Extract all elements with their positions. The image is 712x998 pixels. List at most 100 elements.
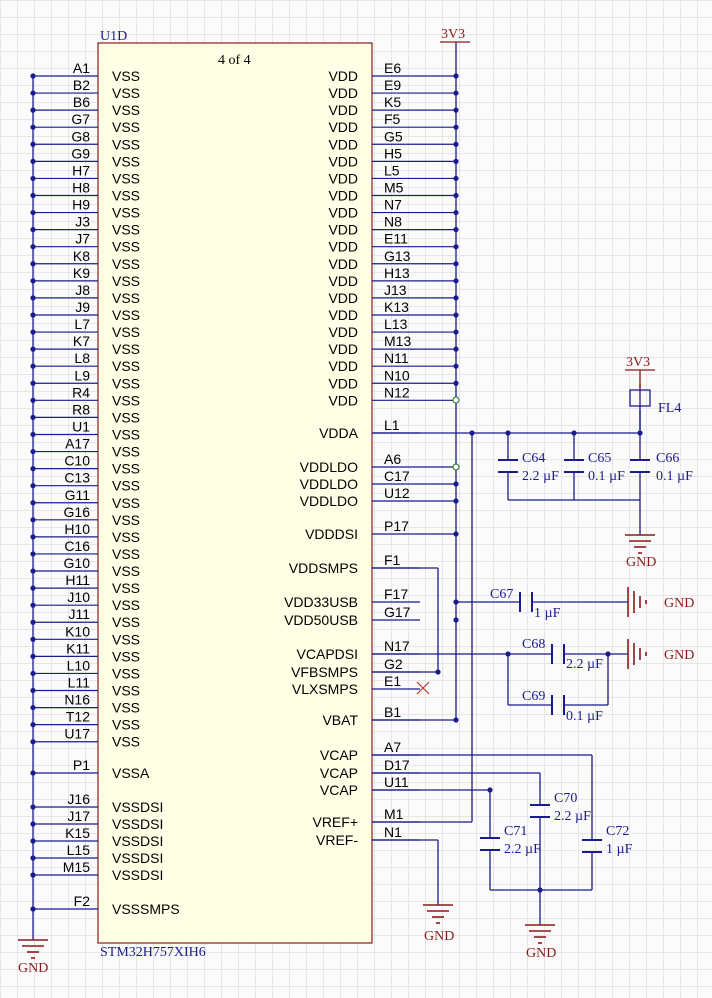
pin-number-U11: U11 (384, 774, 409, 790)
pin-name-L1: VDDA (319, 425, 359, 441)
pin-name-G17: VDD50USB (284, 612, 358, 628)
pin-name-J17: VSSDSI (112, 816, 163, 832)
cap-c68-val: 2.2 µF (566, 657, 603, 672)
pin-number-J17: J17 (67, 808, 90, 824)
pin-number-L15: L15 (67, 842, 91, 858)
gnd-label-left: GND (18, 961, 48, 976)
pin-number-G17: G17 (384, 604, 411, 620)
junction-dot (30, 670, 36, 677)
pin-number-K7: K7 (73, 333, 90, 349)
junction-dot (30, 534, 36, 540)
junction-dot (453, 73, 459, 79)
gnd-label-vref: GND (424, 929, 454, 944)
pin-number-L8: L8 (74, 350, 90, 366)
pin-number-G8: G8 (71, 128, 90, 144)
junction-dot (30, 90, 36, 96)
pin-number-F1: F1 (384, 552, 401, 568)
junction-dot (453, 158, 459, 164)
pin-name-G9: VSS (112, 153, 140, 169)
pin-name-L9: VSS (112, 375, 140, 391)
pin-number-H5: H5 (384, 145, 402, 161)
junction-dot (30, 602, 36, 608)
pin-number-B2: B2 (73, 77, 90, 93)
pin-name-N10: VDD (328, 375, 358, 391)
pin-number-H7: H7 (72, 162, 90, 178)
pin-name-E9: VDD (328, 85, 358, 101)
junction-dot (453, 380, 459, 386)
junction-dot (30, 722, 36, 728)
pin-name-U12: VDDLDO (300, 493, 358, 509)
pin-number-N12: N12 (384, 384, 410, 400)
gnd-label-usb: GND (664, 596, 694, 611)
pin-number-F2: F2 (74, 893, 91, 909)
pin-name-J7: VSS (112, 239, 140, 255)
pin-name-L5: VDD (328, 170, 358, 186)
ic-body[interactable] (97, 42, 373, 944)
gnd-label-dsi: GND (664, 648, 694, 663)
pin-number-K10: K10 (65, 623, 90, 639)
pin-name-G7: VSS (112, 119, 140, 135)
junction-dot (30, 906, 36, 912)
junction-dot (30, 585, 36, 591)
ferrite-label: FL4 (658, 401, 681, 416)
pin-number-K15: K15 (65, 825, 90, 841)
ic-part-number: STM32H757XIH6 (100, 945, 206, 960)
cap-c72-val: 1 µF (606, 842, 633, 857)
pin-name-T12: VSS (112, 717, 140, 733)
pin-number-E1: E1 (384, 673, 401, 689)
pin-number-L1: L1 (384, 417, 400, 433)
pin-number-J9: J9 (75, 299, 90, 315)
pin-number-C10: C10 (64, 453, 90, 469)
pin-name-R8: VSS (112, 409, 140, 425)
pin-name-K13: VDD (328, 307, 358, 323)
pin-name-K5: VDD (328, 102, 358, 118)
junction-dot (469, 430, 475, 436)
cap-c72-ref: C72 (606, 824, 629, 839)
pin-number-K11: K11 (66, 640, 90, 656)
junction-dot (537, 887, 543, 893)
pin-number-U17: U17 (64, 726, 90, 742)
junction-dot (453, 124, 459, 130)
pin-number-L11: L11 (68, 675, 91, 691)
pin-name-P17: VDDDSI (305, 526, 358, 542)
pin-name-K8: VSS (112, 256, 140, 272)
junction-dot (453, 717, 459, 723)
pin-name-J16: VSSDSI (112, 799, 163, 815)
pin-name-U11: VCAP (320, 782, 358, 798)
junction-dot (30, 312, 36, 318)
pin-name-M5: VDD (328, 187, 358, 203)
pin-name-K7: VSS (112, 341, 140, 357)
pin-name-K10: VSS (112, 631, 140, 647)
junction-dot (30, 414, 36, 420)
cap-c71-ref: C71 (504, 824, 527, 839)
cap-c69-val: 0.1 µF (566, 709, 603, 724)
pin-number-N8: N8 (384, 214, 402, 230)
pin-number-B6: B6 (73, 94, 90, 110)
cap-c66-val: 0.1 µF (656, 469, 693, 484)
pin-number-E9: E9 (384, 77, 401, 93)
pin-name-L8: VSS (112, 358, 140, 374)
cap-c67-val: 1 µF (534, 606, 561, 621)
junction-dot (453, 261, 459, 267)
pin-number-M5: M5 (384, 179, 404, 195)
junction-dot (453, 498, 459, 504)
pin-number-H9: H9 (72, 197, 90, 213)
pin-name-H13: VDD (328, 273, 358, 289)
junction-dot (571, 430, 577, 436)
junction-dot (30, 329, 36, 335)
junction-dot (30, 278, 36, 284)
pin-number-G5: G5 (384, 128, 403, 144)
junction-dot (30, 141, 36, 147)
power-3v3-fl4: 3V3 (626, 355, 650, 370)
pin-name-K9: VSS (112, 273, 140, 289)
pin-number-K8: K8 (73, 248, 90, 264)
pin-name-C16: VSS (112, 546, 140, 562)
junction-dot (30, 158, 36, 164)
pin-name-B6: VSS (112, 102, 140, 118)
pin-number-J3: J3 (75, 214, 90, 230)
pin-number-A6: A6 (384, 451, 401, 467)
pin-name-M1: VREF+ (312, 814, 358, 830)
pin-number-J7: J7 (75, 231, 90, 247)
cap-c67-ref: C67 (490, 587, 513, 602)
junction-dot (453, 244, 459, 250)
